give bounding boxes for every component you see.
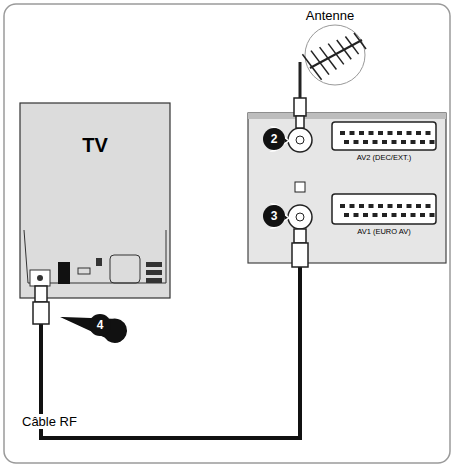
rf-out-socket [288, 205, 312, 229]
port-label: AV1 (EURO AV) [357, 227, 411, 236]
callout-badge [89, 314, 111, 336]
tv-box: TV [20, 103, 170, 298]
vcr-panel-box: AV2 (DEC/EXT.) AV1 (EURO AV) [248, 113, 446, 263]
tv-part [146, 278, 162, 283]
scart-pin [340, 204, 345, 208]
scart-pin [373, 213, 378, 217]
scart-pin [388, 204, 393, 208]
scart-pin [354, 140, 359, 144]
scart-pin [344, 213, 349, 217]
scart-pin [382, 213, 387, 217]
scart-pin [382, 140, 387, 144]
rf-plug [35, 286, 47, 302]
rf-plug [292, 243, 308, 267]
scart-pin [411, 140, 416, 144]
callout-badge [263, 205, 285, 227]
scart-pin [426, 204, 431, 208]
scart-pin [401, 213, 406, 217]
scart-pin [426, 131, 431, 135]
tv-socket-pin [37, 275, 43, 281]
scart-av1 [332, 194, 436, 224]
tv-part [78, 268, 90, 274]
antenna-element [345, 37, 358, 55]
tv-switch [58, 262, 70, 284]
scart-pins [340, 131, 435, 217]
scart-pin [407, 204, 412, 208]
scart-pin [401, 140, 406, 144]
scart-pin [397, 204, 402, 208]
scart-pin [373, 140, 378, 144]
cable-label: Câble RF [20, 414, 79, 429]
scart-pin [388, 131, 393, 135]
antenna-element [354, 33, 366, 49]
antenna-element [311, 51, 329, 75]
scart-pin [359, 131, 364, 135]
scart-pin [359, 204, 364, 208]
rf-plug [296, 116, 304, 128]
callout-badge [263, 128, 285, 150]
scart-pin [420, 213, 425, 217]
callout-number: 4 [97, 318, 104, 332]
scart-pin [430, 213, 435, 217]
device-label: TV [82, 134, 108, 157]
scart-pin [369, 204, 374, 208]
rf-plug [294, 98, 306, 116]
tv-part [146, 262, 162, 267]
scart-pin [363, 140, 368, 144]
scart-pin [416, 204, 421, 208]
antenna-label: Antenne [306, 8, 354, 23]
antenna-element [337, 40, 351, 59]
antenna-elements [302, 33, 366, 80]
rf-plug [33, 302, 49, 324]
scart-pin [354, 213, 359, 217]
scart-pin [378, 204, 383, 208]
antenna-boom [310, 40, 362, 68]
scart-pin [397, 131, 402, 135]
tv-part [146, 270, 162, 275]
tv-part [96, 258, 102, 266]
vcr-panel-edge [248, 113, 446, 119]
scart-pin [363, 213, 368, 217]
scart-pin [344, 140, 349, 144]
tv-compartment [110, 255, 140, 283]
scart-pin [350, 131, 355, 135]
port-label: AV2 (DEC/EXT.) [357, 153, 411, 162]
scart-pin [392, 213, 397, 217]
scart-pin [407, 131, 412, 135]
scart-pin [350, 204, 355, 208]
scart-pin [392, 140, 397, 144]
scart-pin [420, 140, 425, 144]
rf-in-socket [288, 128, 312, 152]
callout-number: 3 [271, 209, 278, 223]
rf-plug [294, 229, 306, 243]
scart-pin [340, 131, 345, 135]
rf-out-icon [295, 182, 305, 192]
rf-out-socket [296, 213, 304, 221]
frame [4, 4, 450, 463]
scart-pin [430, 140, 435, 144]
antenna-backdrop [305, 25, 365, 85]
scart-pin [369, 131, 374, 135]
antenna-cable [299, 62, 302, 98]
scart-pin [378, 131, 383, 135]
tv-body [20, 103, 170, 298]
scart-pin [416, 131, 421, 135]
rf-in-socket [296, 136, 304, 144]
tv-antenna-socket [30, 270, 50, 286]
callout-number: 2 [271, 132, 278, 146]
scart-pin [411, 213, 416, 217]
vcr-panel [248, 113, 446, 263]
antenna-element [302, 54, 321, 80]
scart-av2 [332, 122, 436, 150]
